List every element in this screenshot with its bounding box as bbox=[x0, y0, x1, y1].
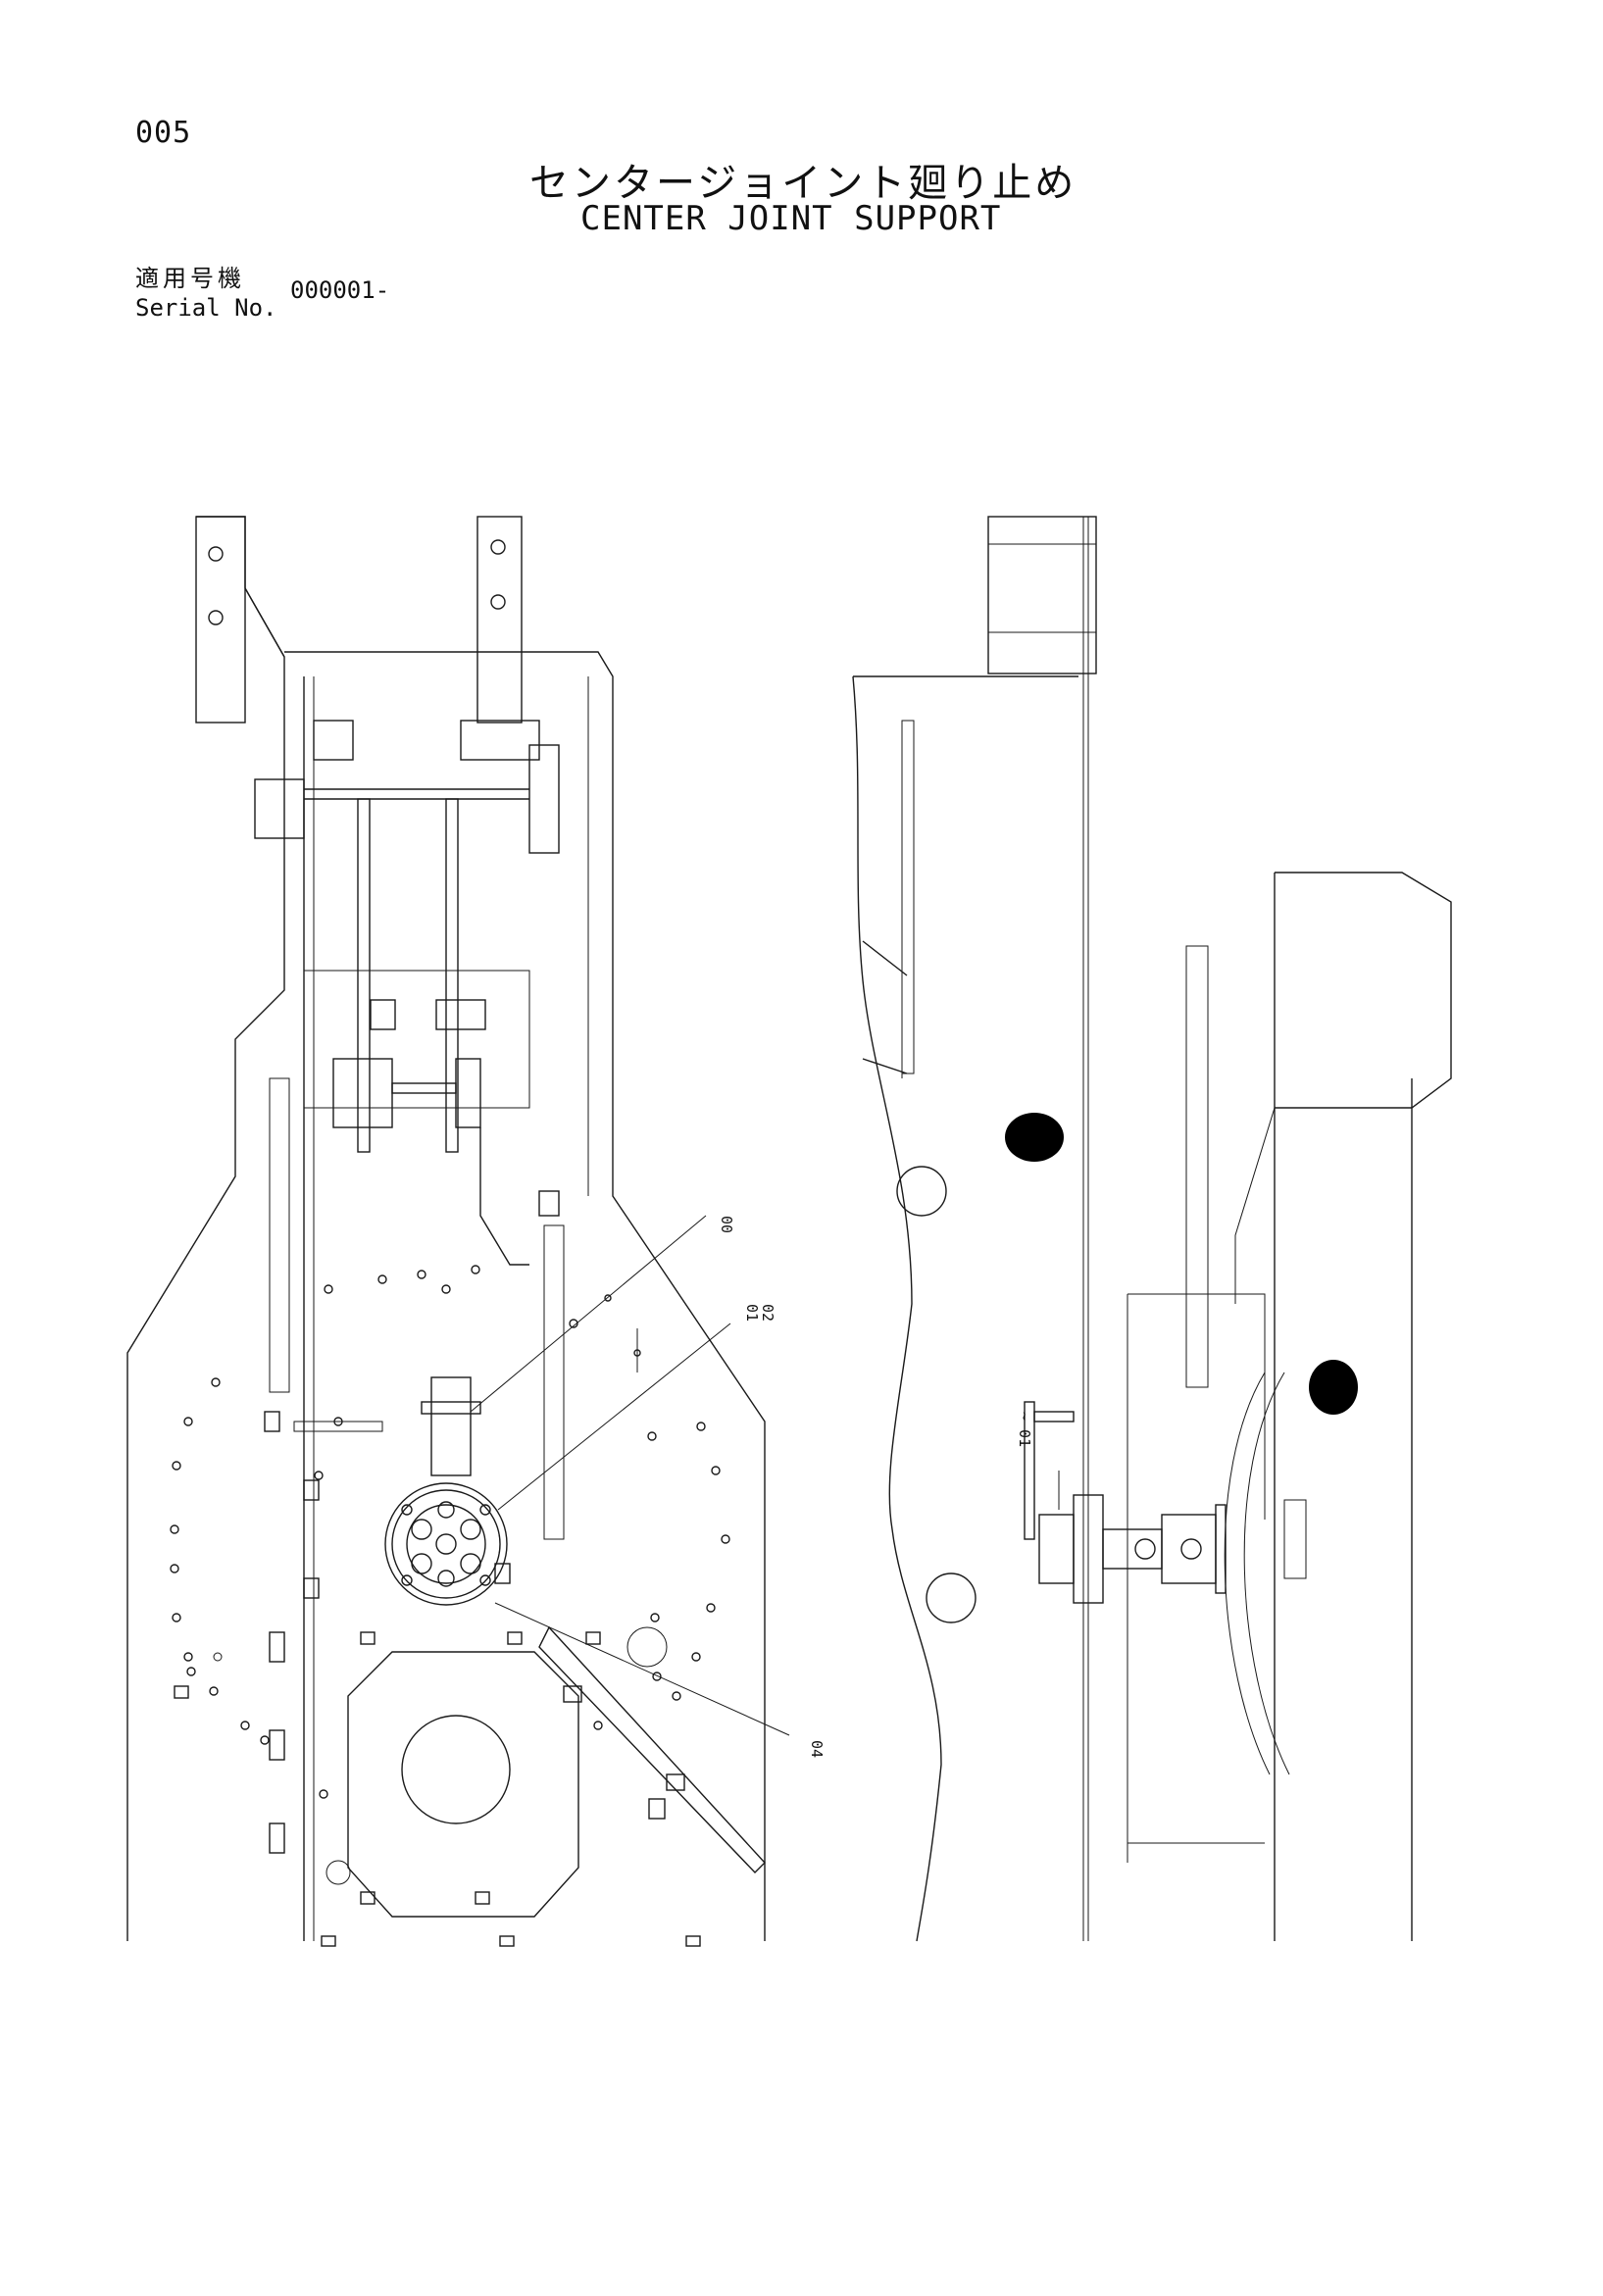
serial-label-japanese: 適用号機 bbox=[135, 265, 245, 292]
callout-00: 00 bbox=[718, 1216, 735, 1233]
callout-01: 01 bbox=[743, 1304, 761, 1322]
callout-leader-00 bbox=[470, 1215, 707, 1413]
side-view: ~ 01 bbox=[852, 516, 1452, 1942]
serial-label-english: Serial No. bbox=[135, 294, 277, 322]
serial-number-value: 000001- bbox=[290, 276, 390, 304]
plan-view: 00 01 02 04 bbox=[126, 516, 826, 1947]
page-number: 005 bbox=[135, 116, 192, 150]
title-english: CENTER JOINT SUPPORT bbox=[580, 199, 1002, 238]
swing-bearing-hole bbox=[401, 1715, 511, 1824]
center-joint bbox=[384, 1482, 508, 1606]
boom-bracket-left bbox=[195, 516, 246, 724]
callout-02: 02 bbox=[759, 1304, 776, 1322]
stopper-detail bbox=[1024, 1401, 1227, 1604]
callout-leader-04 bbox=[494, 1602, 790, 1736]
swing-bearing-plate bbox=[347, 1651, 579, 1918]
callout-04: 04 bbox=[808, 1740, 826, 1758]
title-japanese: センタージョイント廻り止め bbox=[529, 161, 1077, 206]
boom-bracket-right bbox=[476, 516, 523, 724]
side-label: ~ 01 bbox=[1016, 1412, 1033, 1447]
callout-leader-01-02 bbox=[497, 1323, 731, 1511]
support-arm bbox=[430, 1376, 472, 1476]
